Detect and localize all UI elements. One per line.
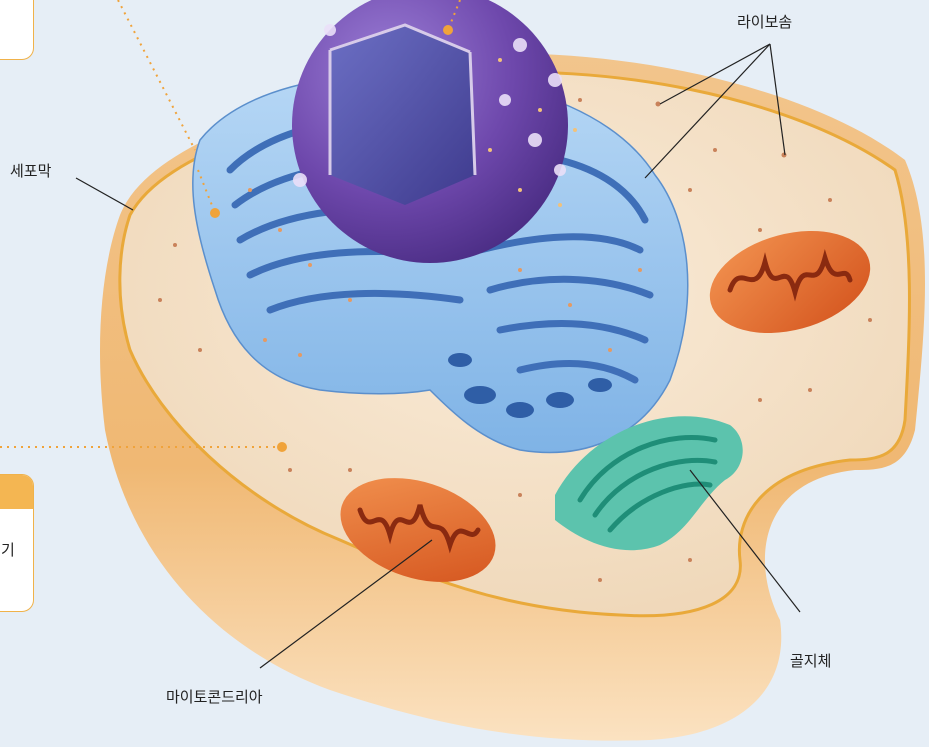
label-ribosome: 라이보솜 bbox=[737, 11, 792, 32]
label-golgi: 골지체 bbox=[790, 650, 831, 671]
label-mitochondria: 마이토콘드리아 bbox=[166, 686, 263, 707]
label-cell-membrane: 세포막 bbox=[10, 160, 51, 181]
